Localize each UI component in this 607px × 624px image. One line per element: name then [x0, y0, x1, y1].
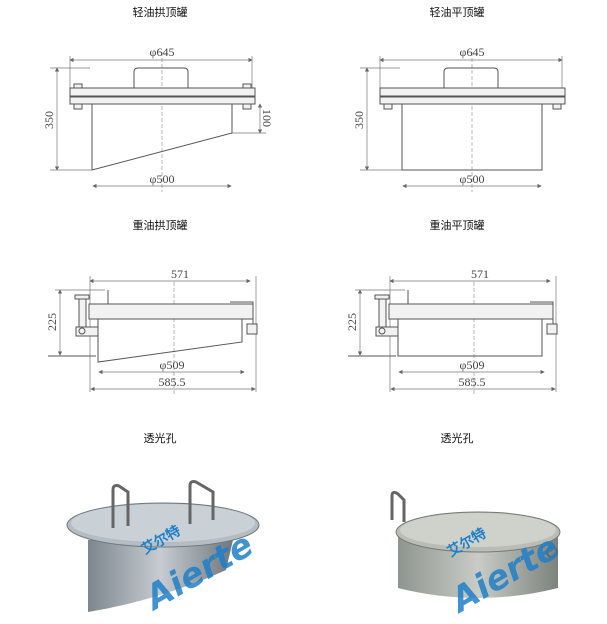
- dim-inner-diameter: φ509: [460, 358, 485, 372]
- dim-overall: 585.5: [159, 375, 186, 389]
- drawing-light-oil-arched: φ645 350 100 φ500: [42, 45, 274, 192]
- title-light-oil-flat: 轻油平顶罐: [429, 6, 485, 19]
- dim-inner-diameter: φ500: [150, 172, 175, 186]
- title-heavy-oil-arched: 重油拱顶罐: [132, 219, 188, 232]
- dim-width: 571: [171, 267, 189, 281]
- photo-skylight-flat: Aierte 艾尔特: [390, 490, 566, 622]
- dim-height: 350: [42, 111, 56, 129]
- dim-outer-diameter: φ645: [150, 45, 175, 59]
- title-heavy-oil-flat: 重油平顶罐: [429, 219, 485, 232]
- title-light-oil-arched: 轻油拱顶罐: [132, 6, 188, 19]
- photo-skylight-arched: Aierte 艾尔特: [66, 480, 260, 620]
- dim-slope: 100: [260, 109, 274, 127]
- title-skylight-2: 透光孔: [440, 432, 474, 445]
- drawing-light-oil-flat: φ645 350 φ500: [352, 45, 566, 192]
- dim-outer-diameter: φ645: [460, 45, 485, 59]
- dim-inner-diameter: φ509: [160, 358, 185, 372]
- dim-width: 571: [471, 267, 489, 281]
- dim-height: 225: [45, 313, 59, 331]
- dim-height: 225: [345, 313, 359, 331]
- dim-overall: 585.5: [459, 375, 486, 389]
- dim-inner-diameter: φ500: [460, 172, 485, 186]
- title-skylight-1: 透光孔: [143, 432, 177, 445]
- dim-height: 350: [352, 111, 366, 129]
- drawing-heavy-oil-arched: 571 225 φ509 585.5: [45, 267, 258, 395]
- drawing-heavy-oil-flat: 571 225 φ509 585.5: [345, 267, 558, 395]
